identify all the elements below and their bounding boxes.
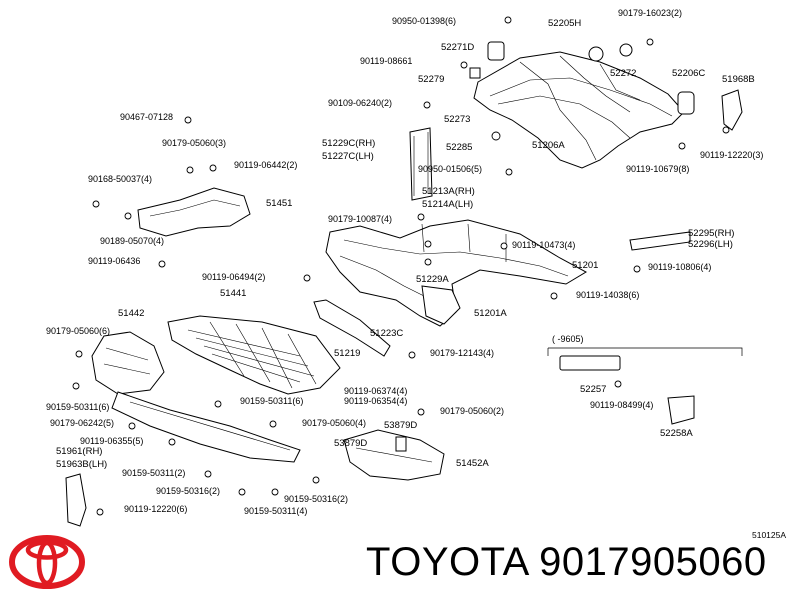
part-label: 52279 [418,74,444,85]
diagram-code: 510125A [752,530,787,540]
part-label: 53879D [384,420,417,431]
part-label: 52296(LH) [688,239,733,250]
part-label: 51223C [370,328,403,339]
part-label: 90950-01506(5) [418,164,482,174]
part-label: 90179-16023(2) [618,8,682,18]
part-label: 51451 [266,198,292,209]
part-label: 90168-50037(4) [88,174,152,184]
part-label: 90467-07128 [120,112,173,122]
part-label: 90179-05060(3) [162,138,226,148]
part-label: 90159-50316(2) [284,494,348,504]
part-label: 90119-08499(4) [590,400,653,410]
part-label: 52272 [610,68,636,79]
part-label: 51214A(LH) [422,199,473,210]
front-suspension-member [303,213,691,359]
part-label: 51201 [572,260,598,271]
part-label: 51229C(RH) [322,138,375,149]
part-label: 90119-12220(6) [124,504,187,514]
part-label: 90159-50311(2) [122,468,185,478]
part-label: 52295(RH) [688,228,734,239]
part-label: 90179-05060(2) [440,406,504,416]
part-label: 90189-05070(4) [100,236,164,246]
part-label: 90119-10473(4) [512,240,575,250]
part-label: 51452A [456,458,489,469]
part-label: 90179-12143(4) [430,348,494,358]
part-label: 90119-06354(4) [344,396,407,406]
part-label: 51213A(RH) [422,186,475,197]
part-label: 52206C [672,68,705,79]
part-label: 90119-06374(4) [344,386,407,396]
part-label: 90119-14038(6) [576,290,639,300]
part-label: 52285 [446,142,472,153]
part-label: 51442 [118,308,144,319]
part-label: 51201A [474,308,507,319]
part-label: 90119-06494(2) [202,272,265,282]
part-label: 51227C(LH) [322,151,374,162]
variant-bracket [547,347,743,356]
part-label: 90119-10679(8) [626,164,689,174]
part-label: 90950-01398(6) [392,16,456,26]
part-label: 90159-50311(6) [46,402,109,412]
part-label: 90119-12220(3) [700,150,763,160]
part-label: 90119-06442(2) [234,160,297,170]
part-label: 51219 [334,348,360,359]
part-labels: 90950-01398(6) 52205H 90179-16023(2) 52271D… [46,8,763,516]
part-label: 51206A [532,140,565,151]
part-label: 51441 [220,288,246,299]
part-label: 51961(RH) [56,446,102,457]
part-label: 90119-06355(5) [80,436,143,446]
part-label: 90159-50311(4) [244,506,307,516]
part-label: 52257 [580,384,606,395]
part-label: 90159-50311(6) [240,396,303,406]
part-label: 51968B [722,74,755,85]
part-label: 52205H [548,18,581,29]
part-label: 90109-06240(2) [328,98,392,108]
part-label: 90179-06242(5) [50,418,114,428]
part-label: 90159-50316(2) [156,486,220,496]
part-label: 90119-10806(4) [648,262,711,272]
engine-under-covers [65,116,695,527]
part-label: 52271D [441,42,474,53]
part-label: 90119-06436 [88,256,140,266]
part-label: 90179-05060(4) [302,418,366,428]
brand-part-number: TOYOTA 9017905060 [366,540,767,584]
part-label: 90179-05060(6) [46,326,110,336]
toyota-logo [9,535,85,589]
part-label: ( -9605) [552,334,584,344]
part-label: 90179-10087(4) [328,214,392,224]
part-label: 52273 [444,114,470,125]
part-label: 52258A [660,428,693,439]
part-label: 51229A [416,274,449,285]
part-label: 51963B(LH) [56,459,107,470]
part-label: 53879D [334,438,367,449]
part-label: 90119-08661 [360,56,412,66]
rear-suspension-member [409,16,743,201]
